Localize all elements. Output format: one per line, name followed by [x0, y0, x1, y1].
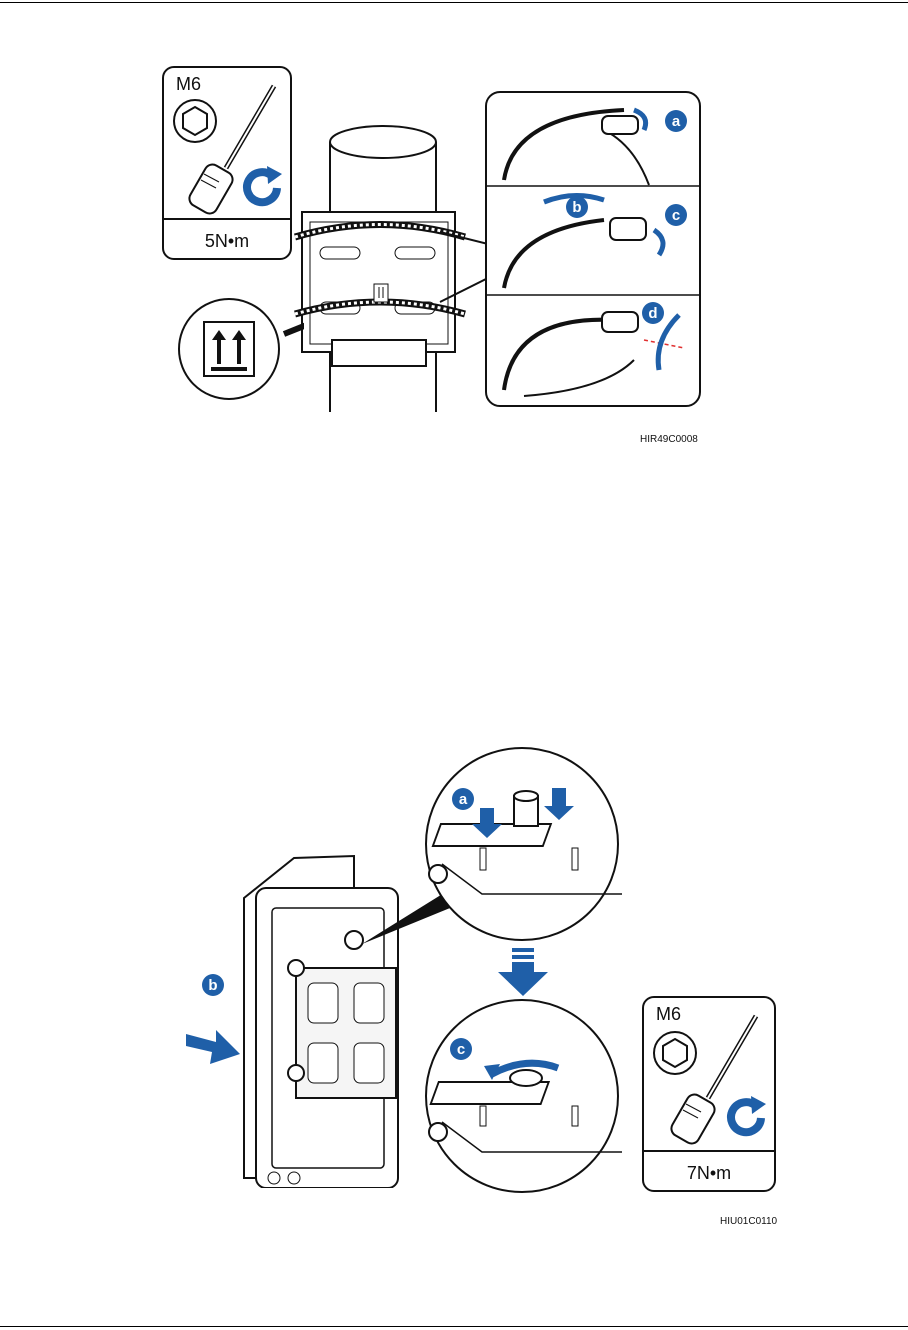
step-badge-b: b	[566, 196, 588, 218]
step-badge-a: a	[452, 788, 474, 810]
torque-spec-box: M6 5N•m	[162, 66, 292, 260]
strap-steps-panel	[484, 90, 702, 408]
torque-value: 7N•m	[644, 1163, 774, 1184]
figure-device-mounting: b a c M6	[180, 740, 780, 1200]
svg-text:b: b	[208, 977, 217, 994]
figure-code: HIU01C0110	[720, 1216, 777, 1227]
detail-circle-bottom	[422, 996, 622, 1196]
detail-circle-top	[422, 744, 622, 944]
svg-text:a: a	[459, 791, 468, 808]
footer-rule	[0, 1326, 908, 1327]
torque-spec-box: M6 7N•m	[642, 996, 776, 1192]
step-badge-d: d	[642, 302, 664, 324]
rotate-clockwise-icon	[724, 1094, 768, 1138]
svg-text:c: c	[672, 207, 680, 224]
header-rule	[0, 2, 908, 3]
step-badge-c: c	[450, 1038, 472, 1060]
step-badge-a: a	[665, 110, 687, 132]
torque-divider	[644, 1150, 774, 1152]
svg-text:d: d	[648, 305, 657, 322]
svg-text:b: b	[572, 199, 581, 216]
step-badge-c: c	[665, 204, 687, 226]
figure-code: HIR49C0008	[640, 434, 698, 445]
figure-pole-mounting: M6 5N•m	[160, 62, 720, 412]
rotate-clockwise-icon	[240, 164, 284, 208]
torque-value: 5N•m	[164, 231, 290, 252]
svg-text:a: a	[672, 113, 681, 130]
svg-text:c: c	[457, 1041, 465, 1058]
push-arrow-icon	[186, 1024, 242, 1070]
down-arrow-icon	[498, 948, 548, 998]
this-way-up-icon	[174, 294, 304, 404]
step-badge-b: b	[202, 974, 224, 996]
torque-divider	[164, 218, 290, 220]
